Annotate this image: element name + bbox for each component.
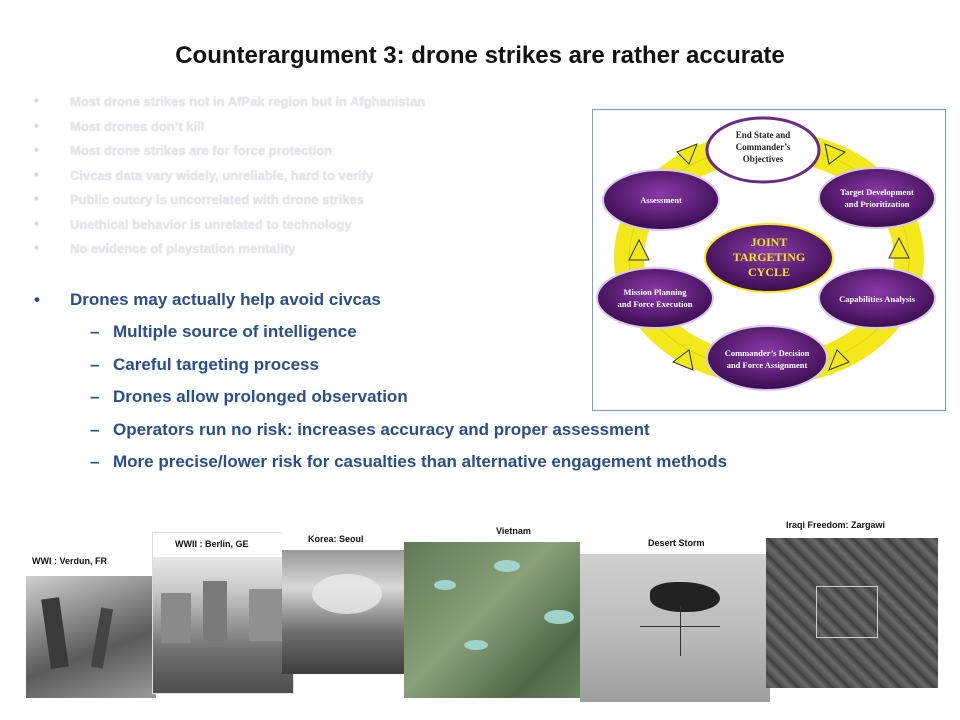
faded-bullet-list: Most drone strikes not in AfPak region b… [34, 93, 574, 266]
node-text: and Force Execution [618, 299, 693, 309]
cycle-node [602, 169, 720, 231]
dash: – [90, 452, 100, 471]
cycle-arrow [888, 236, 910, 259]
faded-bullet: Most drone strikes not in AfPak region b… [34, 93, 574, 119]
node-text: and Force Assignment [727, 360, 808, 370]
node-text: Assessment [640, 195, 682, 205]
faded-bullet: Civcas data vary widely, unreliable, har… [34, 167, 574, 193]
node-text: Target Development [840, 187, 914, 197]
node-text: End State and [736, 130, 791, 140]
faded-bullet: Most drones don’t kill [34, 118, 574, 144]
sub-bullet-text: More precise/lower risk for casualties t… [113, 452, 728, 471]
cycle-arrow [671, 349, 694, 371]
faded-bullet: Unethical behavior is unrelated to techn… [34, 216, 574, 242]
slide-title: Counterargument 3: drone strikes are rat… [175, 42, 785, 69]
sub-bullet: –Drones allow prolonged observation [34, 387, 914, 420]
photo-korea: Korea: Seoul [282, 524, 412, 674]
cycle-arrow [828, 349, 850, 371]
center-text: CYCLE [748, 265, 790, 279]
cycle-node [818, 167, 936, 229]
node-text: and Prioritization [845, 199, 910, 209]
node-text: Commander’s Decision [725, 348, 810, 358]
main-bullet: Drones may actually help avoid civcas [34, 290, 914, 322]
node-text: Commander’s [736, 142, 791, 152]
sub-bullet: –More precise/lower risk for casualties … [34, 452, 914, 485]
dash: – [90, 419, 100, 439]
photo-wwii: WWII : Berlin, GE [152, 532, 294, 694]
targeting-cycle-diagram: JOINT TARGETING CYCLE End State and Comm… [592, 109, 946, 411]
sub-bullet-text: Operators run no risk: increases accurac… [113, 419, 650, 439]
cycle-node [596, 267, 714, 329]
photo-label: WWII : Berlin, GE [175, 539, 249, 549]
main-bullet-list: Drones may actually help avoid civcas –M… [34, 290, 914, 485]
photo-label: WWI : Verdun, FR [32, 556, 107, 566]
sub-bullet: –Careful targeting process [34, 355, 914, 388]
photo-wwi: WWI : Verdun, FR [26, 548, 156, 698]
sub-bullet-text: Drones allow prolonged observation [113, 387, 408, 406]
photo-label: Korea: Seoul [308, 534, 364, 544]
photo-label: Iraqi Freedom: Zargawi [786, 520, 886, 530]
photo-label: Desert Storm [648, 538, 705, 548]
photo-iraqi-freedom: Iraqi Freedom: Zargawi [766, 516, 938, 688]
sub-bullet: –Multiple source of intelligence [34, 322, 914, 355]
photo-desert-storm: Desert Storm [580, 536, 770, 702]
dash: – [90, 322, 100, 341]
cycle-arrow [628, 238, 650, 261]
sub-bullet-text: Multiple source of intelligence [113, 322, 357, 341]
cycle-arrow [676, 143, 698, 165]
node-text: Objectives [743, 154, 784, 164]
center-text: JOINT [751, 235, 788, 249]
photo-label: Vietnam [496, 526, 531, 536]
faded-bullet: Public outcry is uncorrelated with drone… [34, 191, 574, 217]
targeting-cycle-svg: JOINT TARGETING CYCLE End State and Comm… [596, 116, 936, 391]
node-text: Mission Planning [623, 287, 687, 297]
dash: – [90, 354, 100, 374]
cycle-node [818, 267, 936, 329]
cycle-center [704, 223, 834, 293]
faded-bullet: No evidence of playstation mentality [34, 240, 574, 266]
sub-bullet: –Operators run no risk: increases accura… [34, 420, 914, 453]
node-text: Capabilities Analysis [839, 294, 916, 304]
center-text: TARGETING [733, 250, 805, 264]
cycle-node [706, 325, 828, 391]
dash: – [90, 387, 100, 406]
cycle-arrow [824, 143, 847, 165]
photo-collage: WWI : Verdun, FR WWII : Berlin, GE Korea… [0, 516, 960, 720]
faded-bullet: Most drone strikes are for force protect… [34, 142, 574, 168]
cycle-node [705, 116, 821, 184]
sub-bullet-text: Careful targeting process [113, 354, 319, 374]
